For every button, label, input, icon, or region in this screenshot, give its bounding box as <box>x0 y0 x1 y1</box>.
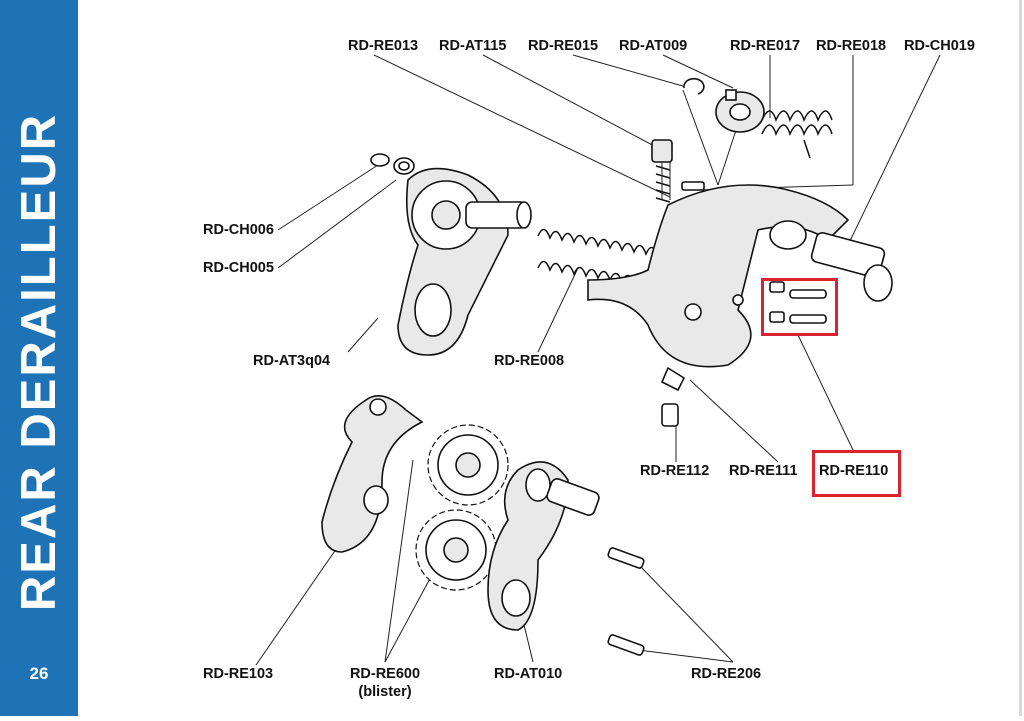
label-rd-re017: RD-RE017 <box>730 38 801 54</box>
label-rd-re206: RD-RE206 <box>691 666 762 682</box>
highlight-box-label <box>812 450 901 497</box>
label-rd-re013: RD-RE013 <box>348 38 419 54</box>
highlight-box-screws <box>761 278 838 336</box>
upper-pulley <box>427 424 509 506</box>
label-rd-at009: RD-AT009 <box>619 38 688 54</box>
label-rd-re600: RD-RE600 <box>349 666 421 682</box>
label-rd-ch019: RD-CH019 <box>904 38 975 54</box>
label-rd-re111: RD-RE111 <box>729 463 798 479</box>
label-rd-re015: RD-RE015 <box>528 38 599 54</box>
small-screw-top <box>681 181 705 191</box>
pivot-bolt <box>810 232 893 302</box>
label-rd-at010: RD-AT010 <box>494 666 563 682</box>
cable-clamp <box>660 366 686 427</box>
label-rd-at115: RD-AT115 <box>439 38 507 54</box>
derailleur-body <box>587 184 850 368</box>
upper-cage-assembly <box>397 167 532 356</box>
pulley-bolts <box>607 547 645 656</box>
label-rd-re008: RD-RE008 <box>494 353 565 369</box>
sidebar: REAR DERAILLEUR 26 <box>0 0 78 716</box>
label-rd-at3q04: RD-AT3q04 <box>253 353 331 369</box>
lower-pulley <box>415 509 497 591</box>
label-rd-re112: RD-RE112 <box>640 463 710 479</box>
label-rd-re600-note: (blister) <box>358 684 412 700</box>
exploded-parts-diagram: RD-RE013 RD-AT115 RD-RE015 RD-AT009 RD-R… <box>78 0 1019 716</box>
circlips-left <box>370 153 415 175</box>
label-rd-re103: RD-RE103 <box>203 666 274 682</box>
label-rd-ch005: RD-CH005 <box>203 260 274 276</box>
label-rd-re110: RD-RE110 <box>819 463 889 479</box>
page-edge <box>1019 0 1022 716</box>
leader-lines <box>255 54 941 666</box>
label-rd-re018: RD-RE018 <box>816 38 887 54</box>
page-number: 26 <box>29 664 49 683</box>
circlip-top <box>683 77 705 95</box>
cage-spring-housing <box>715 89 765 133</box>
outer-cage-plate <box>321 394 424 553</box>
cage-spring <box>761 110 833 159</box>
label-rd-ch006: RD-CH006 <box>203 222 274 238</box>
inner-cage-plate <box>487 461 600 631</box>
adjuster-bolt <box>651 139 673 203</box>
limit-screws <box>769 281 827 324</box>
diagram-drawing <box>255 54 941 666</box>
section-title: REAR DERAILLEUR <box>12 112 66 612</box>
